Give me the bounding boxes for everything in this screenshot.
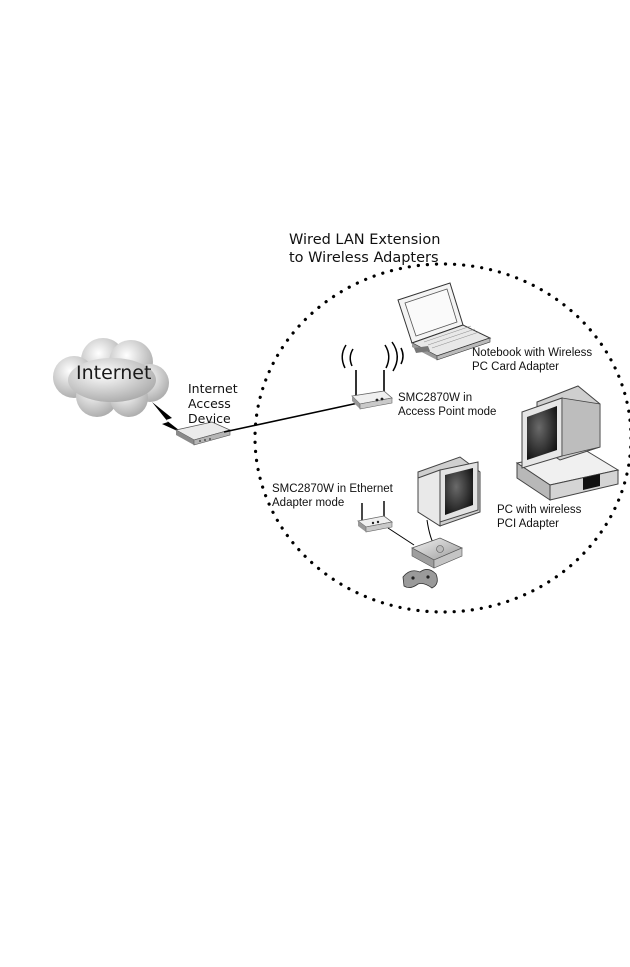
modem-icon	[174, 421, 232, 446]
game-console-icon	[387, 456, 481, 589]
notebook-icon	[397, 282, 492, 361]
access-device-label: Internet Access Device	[188, 381, 238, 426]
desktop-pc-icon	[515, 385, 620, 501]
access-point-icon	[351, 370, 393, 410]
wired-link	[223, 399, 373, 433]
ethernet-adapter-icon	[357, 501, 393, 533]
lightning-bolt-icon	[152, 402, 184, 434]
access-point-label: SMC2870W in Access Point mode	[398, 392, 497, 418]
radio-waves-icon	[341, 341, 404, 372]
diagram-title: Wired LAN Extension to Wireless Adapters	[289, 232, 441, 266]
pc-label: PC with wireless PCI Adapter	[497, 504, 582, 530]
internet-cloud-icon	[53, 338, 169, 417]
notebook-label: Notebook with Wireless PC Card Adapter	[472, 347, 593, 373]
ethernet-adapter-label: SMC2870W in Ethernet Adapter mode	[272, 483, 393, 509]
internet-label: Internet	[76, 362, 152, 384]
